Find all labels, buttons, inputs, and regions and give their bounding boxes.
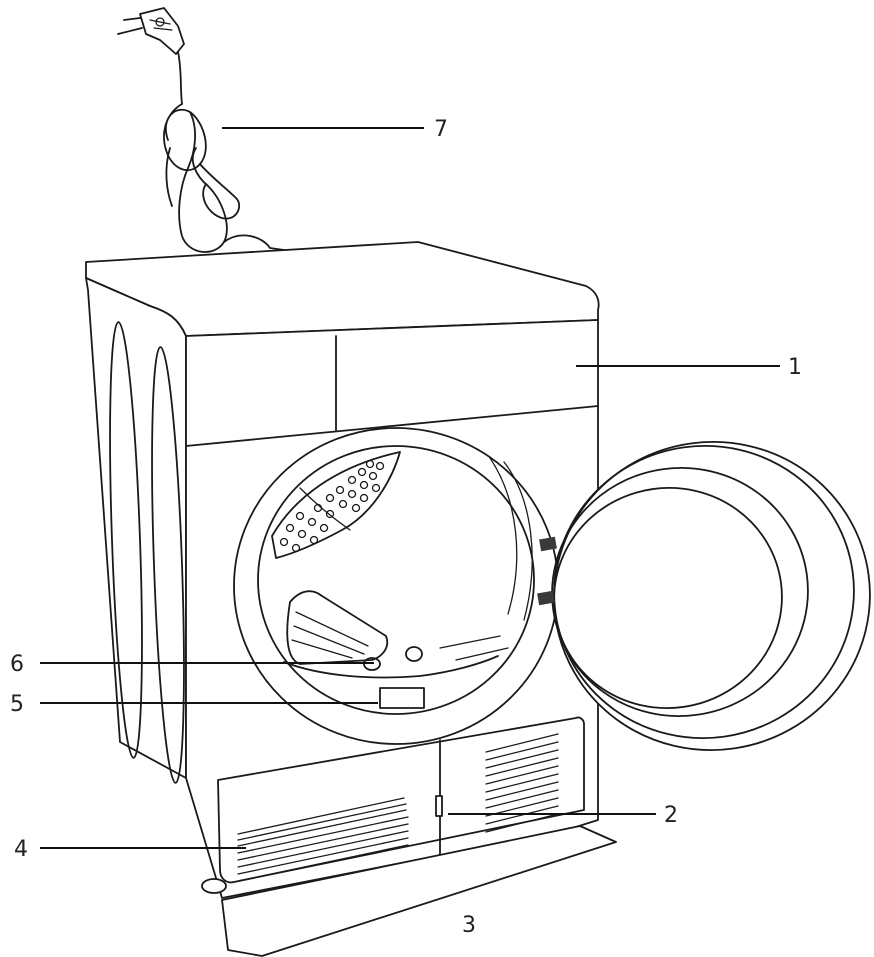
condenser-cover-grille — [237, 797, 409, 882]
callout-1: 1 — [788, 355, 802, 380]
open-door — [551, 441, 871, 751]
callout-6: 6 — [10, 652, 24, 677]
side-panel-vents — [109, 321, 185, 784]
rating-plate — [379, 687, 425, 709]
control-panel — [185, 335, 599, 447]
callout-7: 7 — [434, 117, 448, 142]
callout-3: 3 — [462, 913, 476, 938]
drum-perforations — [279, 459, 385, 553]
callout-labels: 7 1 6 5 2 4 3 — [10, 117, 802, 938]
callout-2: 2 — [664, 803, 678, 828]
plinth-ramp — [221, 825, 617, 957]
base-panel — [217, 716, 585, 884]
power-cord — [163, 51, 285, 253]
callout-5: 5 — [10, 692, 24, 717]
latch — [435, 795, 443, 817]
callout-4: 4 — [14, 837, 28, 862]
plug-icon — [117, 7, 185, 55]
door-hinges — [537, 536, 557, 606]
leader-lines — [40, 127, 780, 849]
